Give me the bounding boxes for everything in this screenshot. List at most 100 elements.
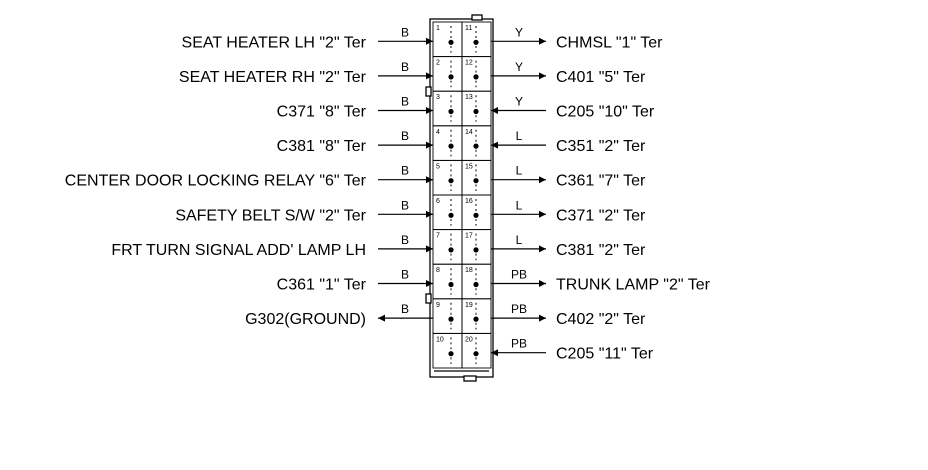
- circuit-label: C205 "11" Ter: [556, 346, 654, 363]
- pin-number: 10: [436, 336, 444, 343]
- circuit-label: C371 "2" Ter: [556, 207, 646, 224]
- wire-color: B: [401, 25, 409, 39]
- wire-color: L: [516, 198, 523, 212]
- circuit-label: SEAT HEATER LH "2" Ter: [182, 34, 367, 51]
- pin-number: 20: [465, 336, 473, 343]
- arrow-icon: [539, 280, 546, 287]
- terminal-dot: [448, 108, 454, 115]
- circuit-label: TRUNK LAMP "2" Ter: [556, 277, 711, 294]
- arrow-icon: [426, 141, 433, 149]
- pin-number: 12: [465, 60, 473, 67]
- wire-color: PB: [511, 268, 527, 282]
- connector-side-key-upper: [425, 86, 432, 97]
- circuit-label: CHMSL "1" Ter: [556, 34, 663, 51]
- arrow-icon: [426, 37, 433, 45]
- arrow-icon: [539, 37, 546, 45]
- pin-number: 9: [436, 302, 440, 309]
- connector-side-key-lower: [425, 293, 432, 304]
- wire-color: L: [516, 164, 523, 178]
- wire-color: B: [401, 302, 409, 316]
- pin-number: 3: [436, 94, 440, 101]
- wire-color: B: [401, 129, 409, 143]
- terminal-dot: [473, 281, 479, 288]
- terminal-dot: [473, 74, 479, 80]
- connector-top-latch: [471, 14, 483, 21]
- arrow-icon: [539, 72, 546, 80]
- circuit-label: C205 "10" Ter: [556, 104, 655, 121]
- wire-color: B: [401, 198, 409, 212]
- terminal-dot: [448, 178, 454, 184]
- circuit-label: C381 "8" Ter: [277, 138, 367, 155]
- arrow-icon: [378, 314, 385, 322]
- arrow-icon: [426, 107, 433, 114]
- wire-color: Y: [515, 95, 523, 109]
- connector-body: [425, 14, 494, 382]
- terminal-dot: [448, 143, 454, 149]
- pin-cell: [461, 332, 492, 369]
- pin-number: 5: [436, 163, 440, 170]
- arrow-icon: [426, 72, 433, 80]
- circuit-label: CENTER DOOR LOCKING RELAY "6" Ter: [65, 173, 367, 190]
- terminal-dot: [473, 247, 479, 253]
- pin-number: 13: [465, 94, 473, 101]
- arrow-icon: [539, 210, 546, 218]
- wire-color: L: [516, 129, 523, 143]
- wire-color: B: [401, 164, 409, 178]
- pin-number: 6: [436, 198, 440, 205]
- arrow-icon: [539, 314, 546, 322]
- pin-number: 11: [465, 25, 472, 32]
- pin-number: 16: [465, 198, 473, 205]
- wire-color: Y: [515, 25, 523, 39]
- connector-housing: [429, 18, 494, 378]
- connector-bottom-latch: [463, 375, 477, 382]
- pin-number: 7: [436, 233, 440, 240]
- wire-color: L: [516, 233, 523, 247]
- terminal-dot: [473, 351, 479, 357]
- terminal-dot: [448, 247, 454, 253]
- terminal-dot: [473, 316, 479, 322]
- arrow-icon: [491, 107, 498, 114]
- terminal-dot: [473, 108, 479, 115]
- arrow-icon: [491, 349, 498, 357]
- pin-number: 18: [465, 267, 473, 274]
- pin-number: 4: [436, 129, 440, 136]
- pin-number: 15: [465, 163, 473, 170]
- circuit-label: C361 "7" Ter: [556, 173, 646, 190]
- terminal-dot: [448, 74, 454, 80]
- wire-color: Y: [515, 60, 523, 74]
- circuit-label: SEAT HEATER RH "2" Ter: [179, 69, 367, 86]
- terminal-dot: [448, 39, 454, 45]
- arrow-icon: [426, 280, 433, 287]
- circuit-label: SAFETY BELT S/W "2" Ter: [175, 207, 366, 224]
- arrow-icon: [539, 245, 546, 253]
- circuit-label: C381 "2" Ter: [556, 242, 646, 259]
- wire-color: B: [401, 60, 409, 74]
- wire-color: B: [401, 233, 409, 247]
- circuit-label: C351 "2" Ter: [556, 138, 646, 155]
- circuit-label: C371 "8" Ter: [277, 104, 367, 121]
- arrow-icon: [426, 245, 433, 253]
- circuit-label: FRT TURN SIGNAL ADD' LAMP LH: [111, 242, 366, 259]
- arrow-icon: [539, 176, 546, 184]
- arrow-icon: [426, 176, 433, 184]
- wire-color: B: [401, 95, 409, 109]
- terminal-dot: [448, 212, 454, 218]
- circuit-label: C401 "5" Ter: [556, 69, 646, 86]
- pin-number: 2: [436, 60, 440, 67]
- terminal-dot: [473, 178, 479, 184]
- terminal-dot: [473, 212, 479, 218]
- circuit-label: C402 "2" Ter: [556, 311, 646, 328]
- terminal-dot: [473, 39, 479, 45]
- wire-color: B: [401, 268, 409, 282]
- pin-number: 17: [465, 233, 473, 240]
- pin-number: 8: [436, 267, 440, 274]
- wire-color: PB: [511, 337, 527, 351]
- terminal-dot: [448, 351, 454, 357]
- circuit-label: G302(GROUND): [245, 311, 366, 328]
- wire-color: PB: [511, 302, 527, 316]
- terminal-dot: [473, 143, 479, 149]
